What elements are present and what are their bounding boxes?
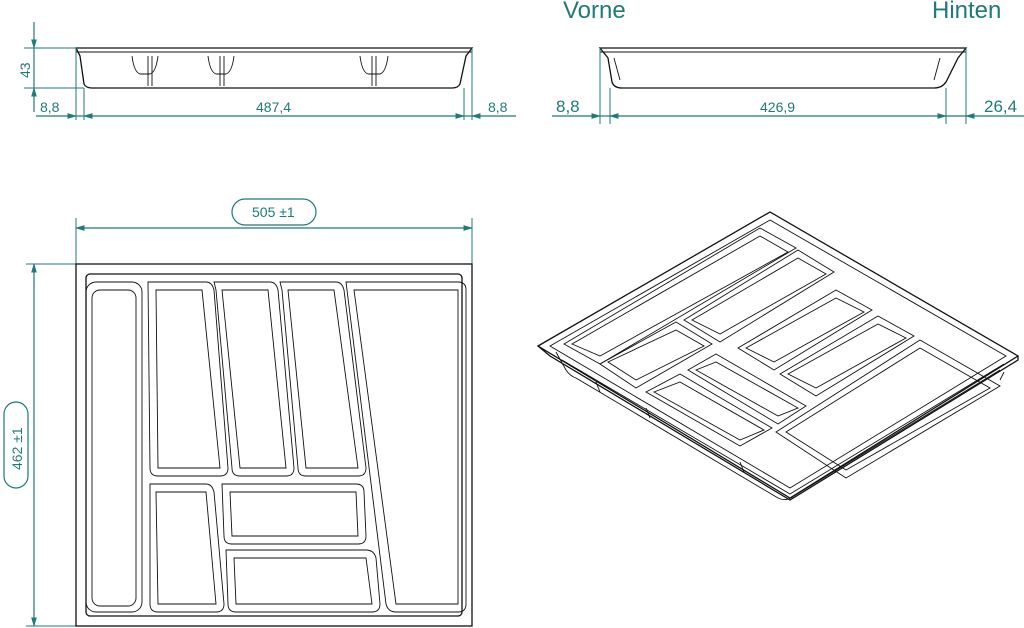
side-width-dimension: 487,4 <box>256 99 291 115</box>
front-view: 8,8 426,9 26,4 <box>552 47 1024 124</box>
side-height-dimension: 43 <box>17 62 33 78</box>
front-view-label: Vorne <box>563 0 626 24</box>
side-left-margin-dimension: 8,8 <box>40 99 60 115</box>
back-view-label: Hinten <box>932 0 1002 24</box>
front-right-margin-dimension: 26,4 <box>984 97 1017 116</box>
side-right-margin-dimension: 8,8 <box>488 99 508 115</box>
side-view: 43 8,8 487,4 8,8 <box>17 22 516 120</box>
top-view: 505 ±1 462 ±1 <box>3 198 473 627</box>
front-left-margin-dimension: 8,8 <box>556 97 580 116</box>
front-width-dimension: 426,9 <box>760 99 795 115</box>
top-depth-dimension: 462 ±1 <box>9 427 25 470</box>
isometric-view <box>536 211 1020 501</box>
top-width-dimension: 505 ±1 <box>252 204 295 220</box>
